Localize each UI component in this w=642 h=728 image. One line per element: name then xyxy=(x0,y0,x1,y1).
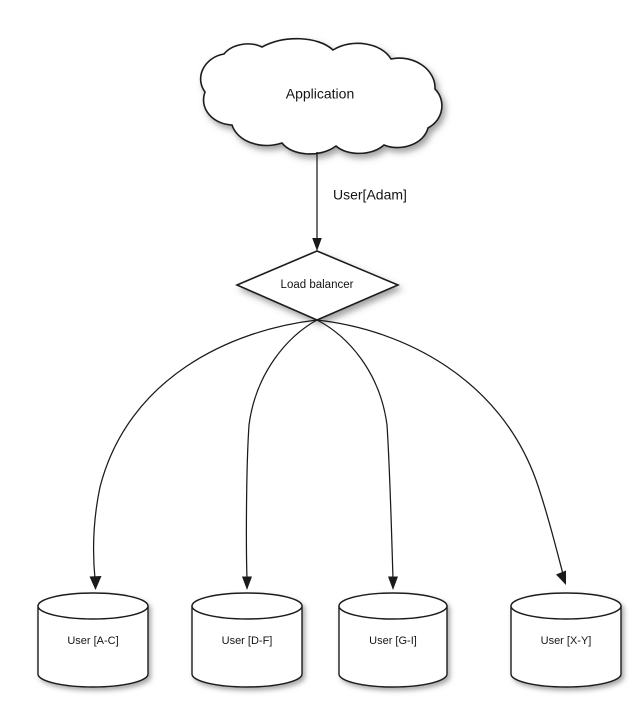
node-cylinder-db-2[interactable]: User [G-I] xyxy=(338,592,448,688)
cylinder-label: User [A-C] xyxy=(67,635,118,647)
node-diamond-load-balancer[interactable]: Load balancer xyxy=(234,250,401,321)
edge-cloud-to-balancer: User[Adam] xyxy=(312,152,407,251)
diamond-label: Load balancer xyxy=(281,279,354,291)
cylinder-label: User [D-F] xyxy=(222,635,273,647)
edge-balancer-to-db-0 xyxy=(89,319,318,590)
edge-balancer-to-db-1 xyxy=(242,319,318,590)
edge-label-user-adam: User[Adam] xyxy=(333,187,407,203)
edge-balancer-to-db-3 xyxy=(316,319,566,585)
edge-balancer-to-db-2 xyxy=(316,319,398,590)
node-cylinder-db-0[interactable]: User [A-C] xyxy=(37,592,149,688)
cylinder-label: User [X-Y] xyxy=(541,635,592,647)
cloud-label: Application xyxy=(286,86,355,102)
arrowhead-icon xyxy=(388,576,398,590)
arrowhead-icon xyxy=(242,576,252,590)
cylinder-label: User [G-I] xyxy=(369,635,417,647)
node-cloud-application[interactable]: Application xyxy=(199,37,443,155)
arrowhead-icon xyxy=(312,238,322,251)
node-cylinder-db-1[interactable]: User [D-F] xyxy=(191,592,303,688)
arrowhead-icon xyxy=(556,570,566,585)
node-cylinder-db-3[interactable]: User [X-Y] xyxy=(510,592,622,688)
arrowhead-icon xyxy=(89,576,102,590)
